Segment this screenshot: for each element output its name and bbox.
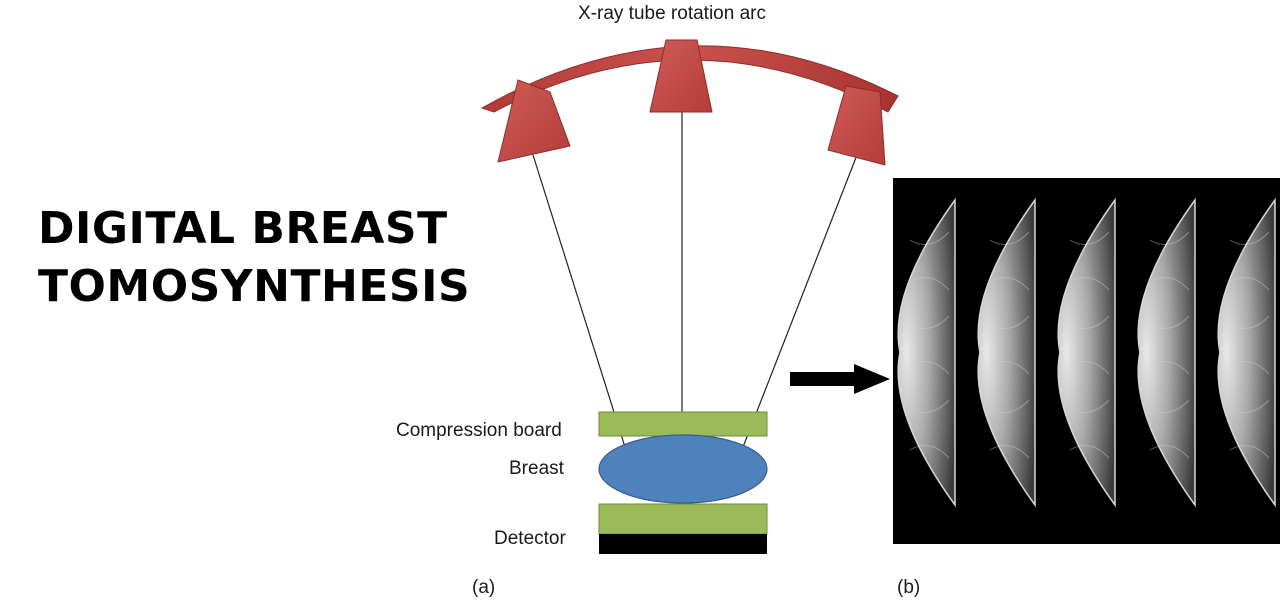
rotation-arc xyxy=(480,45,899,113)
panel-a-label: (a) xyxy=(472,577,496,598)
breast-shape xyxy=(598,434,768,504)
tissue-strand xyxy=(1069,399,1110,413)
tissue-strand xyxy=(1069,231,1110,245)
compression-board-label: Compression board xyxy=(396,420,562,441)
detector-plate xyxy=(598,503,768,535)
tomosynthesis-image-panel xyxy=(893,178,1280,544)
tomosynthesis-slice xyxy=(977,197,1036,508)
tomosynthesis-slice xyxy=(1057,197,1116,508)
tissue-strand xyxy=(909,277,950,291)
ray-line-left xyxy=(532,154,626,448)
tissue-strand xyxy=(1149,399,1190,413)
tissue-strand xyxy=(1149,277,1190,291)
tissue-strand xyxy=(989,399,1030,413)
tissue-strand xyxy=(909,399,950,413)
tissue-strand xyxy=(1069,445,1110,459)
tomosynthesis-slice xyxy=(1217,197,1276,508)
detector-label: Detector xyxy=(494,528,566,549)
slice-images xyxy=(897,197,1276,508)
tissue-strand xyxy=(1149,361,1190,375)
tissue-strand xyxy=(1229,231,1270,245)
title-line-1: DIGITAL BREAST xyxy=(38,203,448,254)
tissue-strand xyxy=(1069,315,1110,329)
tissue-strand xyxy=(1149,445,1190,459)
tissue-strand xyxy=(1149,231,1190,245)
tissue-strand xyxy=(1229,315,1270,329)
tissue-strand xyxy=(1149,315,1190,329)
breast-label: Breast xyxy=(509,458,564,479)
tissue-strand xyxy=(989,445,1030,459)
tissue-strand xyxy=(909,231,950,245)
xray-tube-right xyxy=(827,85,886,166)
tissue-strand xyxy=(1069,277,1110,291)
page-title: DIGITAL BREAST TOMOSYNTHESIS xyxy=(38,200,470,316)
tissue-strand xyxy=(1229,445,1270,459)
tissue-strand xyxy=(1229,277,1270,291)
arc-label: X-ray tube rotation arc xyxy=(578,3,766,24)
tomosynthesis-slice xyxy=(1137,197,1196,508)
detector-base xyxy=(599,534,767,554)
tissue-strand xyxy=(989,277,1030,291)
tissue-strand xyxy=(909,315,950,329)
tissue-strand xyxy=(909,445,950,459)
tomosynthesis-slice xyxy=(897,197,956,508)
tissue-strand xyxy=(909,361,950,375)
xray-tube-center xyxy=(649,39,713,113)
compression-board xyxy=(598,411,768,437)
tissue-strand xyxy=(1229,399,1270,413)
title-line-2: TOMOSYNTHESIS xyxy=(38,261,471,312)
tissue-strand xyxy=(989,361,1030,375)
tissue-strand xyxy=(1069,361,1110,375)
arrow-icon xyxy=(790,364,890,394)
tissue-strand xyxy=(989,315,1030,329)
ray-line-right xyxy=(742,154,858,448)
tissue-strand xyxy=(989,231,1030,245)
tissue-strand xyxy=(1229,361,1270,375)
panel-b-label: (b) xyxy=(897,577,921,598)
xray-tube-left xyxy=(497,79,571,163)
